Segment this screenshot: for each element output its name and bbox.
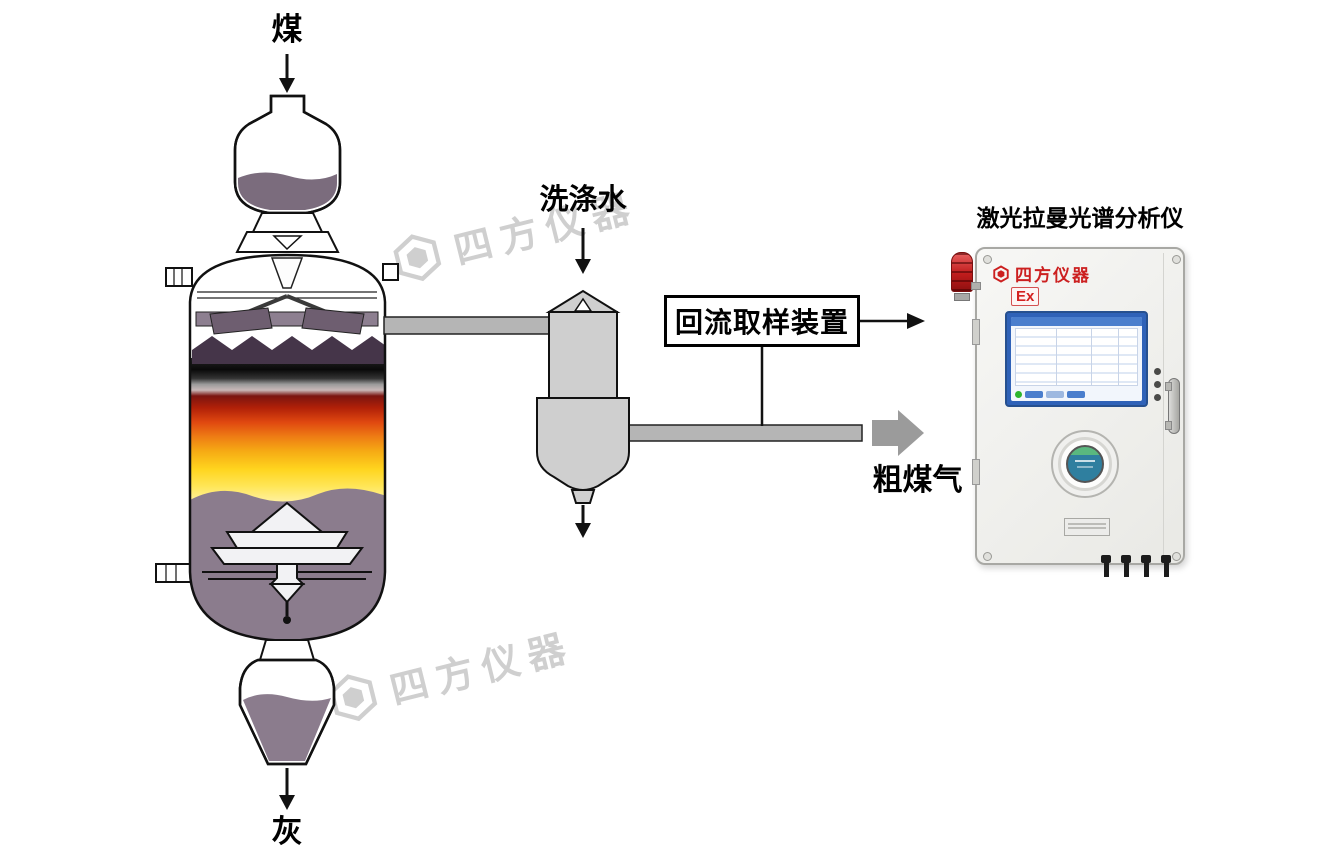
grate-assembly bbox=[202, 501, 372, 624]
panel-button[interactable] bbox=[1154, 381, 1161, 388]
gas-outlet-pipe bbox=[383, 316, 550, 335]
panel-button[interactable] bbox=[1154, 368, 1161, 375]
coal-feed-arrow-icon bbox=[279, 54, 295, 93]
raw-gas-pipe bbox=[619, 424, 863, 442]
raw-gas-label: 粗煤气 bbox=[872, 464, 963, 497]
cable-gland bbox=[1161, 555, 1171, 577]
raw-gas-flow-arrow-icon bbox=[872, 410, 924, 456]
analyzer-screen[interactable] bbox=[1005, 311, 1148, 407]
door-handle[interactable] bbox=[1165, 378, 1180, 434]
screen-button[interactable] bbox=[1067, 391, 1085, 398]
analyzer-title: 激光拉曼光谱分析仪 bbox=[976, 205, 1184, 231]
screen-header-bar bbox=[1011, 317, 1142, 326]
alarm-beacon-bracket bbox=[971, 282, 981, 290]
brand-hexagon-icon bbox=[993, 264, 1009, 283]
nameplate bbox=[1064, 518, 1110, 536]
cable-gland bbox=[1141, 555, 1151, 577]
hinge bbox=[972, 319, 980, 345]
coal-label: 煤 bbox=[271, 12, 303, 47]
cable-glands bbox=[1101, 555, 1171, 577]
alarm-beacon-base bbox=[954, 293, 970, 301]
coal-bed-surface bbox=[192, 336, 385, 364]
status-dot-icon bbox=[1015, 391, 1022, 398]
circular-display bbox=[1051, 430, 1119, 498]
panel-button[interactable] bbox=[1154, 394, 1161, 401]
screen-data-table bbox=[1015, 328, 1138, 386]
up-arrow-icon bbox=[573, 297, 593, 312]
reflux-sampling-device-box: 回流取样装置 bbox=[664, 295, 860, 347]
door-seam bbox=[1163, 253, 1164, 559]
brand-hexagon-icon bbox=[393, 233, 442, 281]
circular-display-bezel bbox=[1058, 437, 1112, 491]
feed-valve bbox=[235, 212, 340, 253]
gasifier-vessel bbox=[188, 253, 387, 643]
screw-icon bbox=[1172, 255, 1181, 264]
alarm-beacon bbox=[949, 252, 981, 310]
washer-drain-arrow-icon bbox=[575, 505, 591, 538]
screen-status-bar bbox=[1015, 389, 1138, 400]
wash-water-arrow-icon bbox=[575, 228, 591, 274]
screw-icon bbox=[983, 552, 992, 561]
ex-marking: Ex bbox=[1011, 287, 1040, 306]
alarm-beacon-dome bbox=[951, 252, 973, 292]
screw-icon bbox=[983, 255, 992, 264]
coal-hopper bbox=[233, 94, 342, 215]
hinge bbox=[972, 459, 980, 485]
ash-material bbox=[243, 694, 331, 761]
panel-buttons bbox=[1154, 368, 1161, 401]
cable-gland bbox=[1121, 555, 1131, 577]
screen-content bbox=[1011, 317, 1142, 401]
sampling-to-analyzer-arrow-icon bbox=[860, 313, 925, 329]
circular-display-screen bbox=[1066, 445, 1104, 483]
wash-water-label: 洗涤水 bbox=[539, 184, 627, 216]
brand-logo: 四方仪器 bbox=[992, 261, 1091, 286]
stirrer-paddle bbox=[301, 307, 365, 335]
ash-label: 灰 bbox=[271, 814, 303, 849]
analyzer-cabinet: 四方仪器 Ex bbox=[951, 247, 1185, 577]
vessel-side-stubs bbox=[155, 263, 399, 583]
screw-icon bbox=[1172, 552, 1181, 561]
combustion-zone bbox=[190, 358, 385, 504]
ash-hopper bbox=[238, 639, 336, 766]
coal-material bbox=[238, 172, 337, 210]
brand-text: 四方仪器 bbox=[1015, 266, 1091, 285]
ash-outlet-arrow-icon bbox=[279, 768, 295, 810]
cable-gland bbox=[1101, 555, 1111, 577]
washer-unit bbox=[536, 289, 630, 504]
watermark: 四方仪器 bbox=[385, 176, 643, 290]
screen-button[interactable] bbox=[1025, 391, 1043, 398]
screen-button[interactable] bbox=[1046, 391, 1064, 398]
stirrer-paddle bbox=[209, 307, 273, 335]
